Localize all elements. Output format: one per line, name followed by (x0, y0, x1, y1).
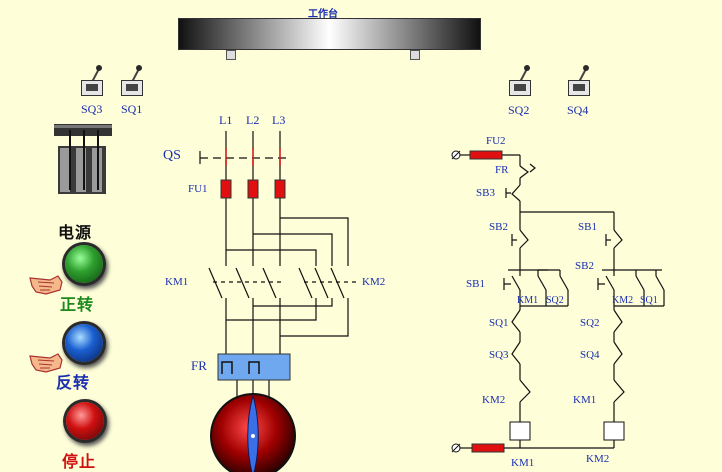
forward-button[interactable] (65, 324, 103, 362)
sq1-label: SQ1 (121, 102, 143, 116)
fr-label: FR (191, 358, 207, 373)
stop-button[interactable] (66, 402, 104, 440)
limit-switch-sq1[interactable] (121, 65, 145, 96)
l1-label: L1 (219, 113, 233, 127)
km2-interlock-label: KM2 (482, 394, 506, 406)
workbench-stop-left (226, 50, 236, 60)
sq2-contact-label: SQ2 (546, 295, 564, 306)
workbench (178, 18, 481, 50)
reverse-label: 反转 (56, 373, 91, 392)
sq3-left-label: SQ3 (489, 349, 509, 361)
coil-km1-label: KM1 (511, 457, 535, 469)
km2-label: KM2 (362, 276, 386, 288)
sq1-contact-label: SQ1 (640, 295, 658, 306)
workbench-stop-right (410, 50, 420, 60)
km2-contact-label: KM2 (612, 295, 634, 306)
stop-label: 停止 (62, 452, 97, 471)
forward-label: 正转 (60, 295, 95, 314)
sb2-right-label: SB2 (575, 260, 594, 272)
sb3-label: SB3 (476, 187, 495, 199)
sb1-left-label: SB1 (466, 278, 485, 290)
qs-label: QS (163, 148, 181, 163)
fu1-label: FU1 (188, 183, 208, 195)
limit-switch-sq2[interactable] (509, 65, 533, 96)
pointing-hand-icon (29, 275, 63, 295)
limit-switch-sq4[interactable] (568, 65, 592, 96)
power-switch-icon[interactable] (54, 124, 112, 196)
pointing-hand-icon-2 (29, 353, 63, 373)
sq2-label: SQ2 (508, 103, 530, 117)
sq4-label: SQ4 (567, 103, 589, 117)
sq3-label: SQ3 (81, 102, 103, 116)
power-label: 电源 (58, 223, 93, 242)
sb2-left-label: SB2 (489, 221, 508, 233)
sq4-right-label: SQ4 (580, 349, 600, 361)
sb1-right-label: SB1 (578, 221, 597, 233)
workbench-title: 工作台 (308, 9, 338, 20)
fu2-label: FU2 (486, 135, 506, 147)
limit-switch-sq3[interactable] (81, 65, 105, 96)
sq1-left-label: SQ1 (489, 317, 509, 329)
l2-label: L2 (246, 113, 260, 127)
l3-label: L3 (272, 113, 286, 127)
km1-label: KM1 (165, 276, 189, 288)
sq2-right-label: SQ2 (580, 317, 600, 329)
coil-km2-label: KM2 (586, 453, 610, 465)
km1-contact-label: KM1 (517, 295, 539, 306)
fr-control-label: FR (495, 164, 509, 176)
km1-interlock-label: KM1 (573, 394, 597, 406)
power-button[interactable] (65, 245, 103, 283)
